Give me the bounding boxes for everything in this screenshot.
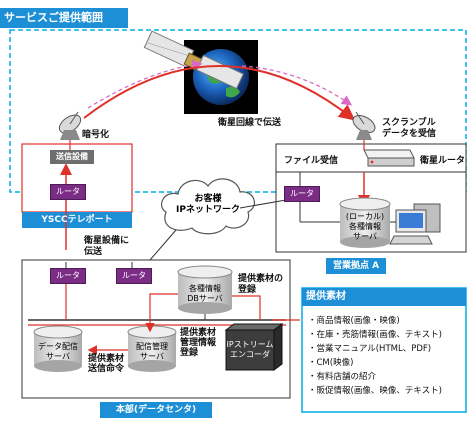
uplink-dish-icon bbox=[58, 111, 82, 140]
materials-item: ・在庫・売筋情報(画像、テキスト) bbox=[308, 330, 442, 340]
local-server-label: (ローカル) 各種情報 サーバ bbox=[345, 212, 385, 241]
materials-list: ・商品情報(画像・映像) ・在庫・売筋情報(画像、テキスト) ・営業マニュアル(… bbox=[308, 314, 464, 398]
service-area-frame bbox=[9, 29, 467, 193]
encrypt-label: 暗号化 bbox=[82, 130, 110, 140]
satellite-link-label: 衛星回線で伝送 bbox=[218, 118, 282, 128]
materials-item: ・販促情報(画像、映像、テキスト) bbox=[308, 386, 442, 396]
hq-name: 本部(データセンタ) bbox=[115, 405, 197, 415]
transmit-equipment: 送信設備 bbox=[50, 150, 94, 164]
local-server-cylinder bbox=[339, 197, 391, 248]
materials-item: ・営業マニュアル(HTML、PDF) bbox=[308, 344, 432, 354]
data-delivery-server-label: データ配信 サーバ bbox=[38, 342, 78, 361]
ip-network-label: お客様 IPネットワーク bbox=[176, 194, 240, 215]
materials-item: ・有料店舗の紹介 bbox=[308, 372, 377, 382]
material-registration-label: 提供素材の 登録 bbox=[238, 274, 284, 295]
teleport-name: YSCCテレポート bbox=[41, 215, 113, 225]
broadcast-arc bbox=[83, 65, 356, 121]
uplink-dashed bbox=[87, 59, 203, 109]
delivery-mgmt-server-label: 配信管理 サーバ bbox=[136, 342, 168, 361]
ip-network-cloud bbox=[161, 178, 256, 235]
ip-encoder-label: IPストリーム エンコーダ bbox=[226, 340, 274, 359]
page-title: サービスご提供範囲 bbox=[4, 11, 103, 24]
materials-header: 提供素材 bbox=[306, 291, 346, 302]
sales-router: ルータ bbox=[284, 186, 320, 202]
hq-router-left: ルータ bbox=[50, 268, 86, 284]
downlink-dashed bbox=[241, 65, 353, 106]
sales-name-bar bbox=[326, 258, 386, 274]
sales-office-name: 営業拠点 A bbox=[332, 261, 380, 271]
title-tab bbox=[0, 8, 128, 28]
sat-router-label: 衛星ルータ bbox=[420, 156, 466, 166]
hq-router-mid: ルータ bbox=[116, 268, 152, 284]
downlink-dish-icon bbox=[352, 111, 376, 140]
materials-item: ・CM(映像) bbox=[308, 358, 354, 368]
satellite-router-device bbox=[363, 149, 415, 167]
delivery-mgmt-server-cylinder bbox=[127, 325, 177, 372]
hq-name-bar bbox=[100, 402, 212, 418]
materials-item: ・商品情報(画像・映像) bbox=[308, 316, 400, 326]
materials-header-bar bbox=[302, 288, 466, 306]
sat-equipment-note: 衛星設備に 伝送 bbox=[84, 236, 130, 257]
data-delivery-server-cylinder bbox=[33, 325, 83, 372]
db-server-cylinder bbox=[177, 265, 233, 314]
pc-icon bbox=[389, 203, 441, 245]
materials-box bbox=[301, 287, 467, 413]
file-receive-label: ファイル受信 bbox=[284, 156, 339, 166]
db-server-label: 各種情報 DBサーバ bbox=[187, 284, 223, 303]
send-command-label: 提供素材 送信命令 bbox=[88, 354, 125, 374]
teleport-router: ルータ bbox=[50, 184, 86, 200]
teleport-name-bar bbox=[22, 212, 132, 228]
material-mgmt-registration-label: 提供素材 管理情報 登録 bbox=[180, 328, 217, 358]
scramble-label: スクランブル データを受信 bbox=[382, 118, 437, 139]
